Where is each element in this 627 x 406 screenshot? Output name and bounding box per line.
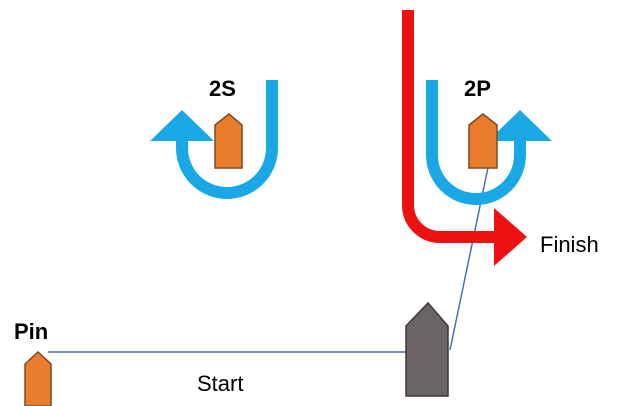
committee-boat-icon [405, 301, 449, 397]
start-label: Start [197, 371, 243, 396]
finish-line [449, 157, 491, 351]
finish-label: Finish [540, 232, 599, 257]
mark-2s-buoy-icon [214, 113, 243, 169]
mark-2p-label: 2P [464, 76, 491, 101]
mark-2p-buoy-icon [468, 113, 498, 169]
rounding-arrow-2p-icon [426, 80, 552, 205]
pin-buoy-icon [24, 350, 52, 406]
rounding-arrow-2s-icon [150, 80, 278, 199]
pin-label: Pin [14, 319, 48, 344]
finish-arrow-icon [402, 10, 527, 266]
mark-2s-label: 2S [209, 76, 236, 101]
